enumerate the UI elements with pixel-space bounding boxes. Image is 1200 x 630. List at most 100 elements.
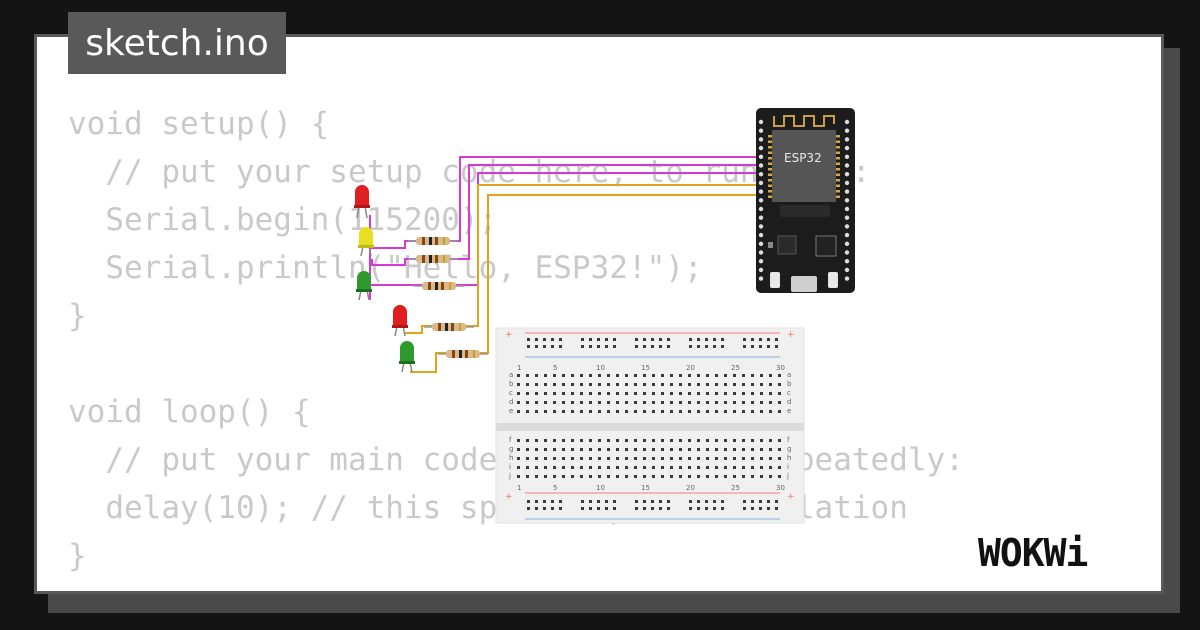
esp32-pin	[844, 267, 850, 273]
breadboard-hole	[598, 392, 601, 395]
breadboard-hole	[562, 410, 565, 413]
esp32-pin	[758, 198, 764, 203]
breadboard-hole	[526, 466, 529, 469]
breadboard-hole	[697, 401, 700, 404]
breadboard-hole	[760, 401, 763, 404]
resistors[interactable]	[408, 237, 488, 358]
breadboard-hole	[625, 374, 628, 377]
breadboard-hole	[697, 338, 700, 341]
breadboard-hole	[760, 410, 763, 413]
breadboard-hole	[544, 383, 547, 386]
esp32-pad	[836, 184, 840, 187]
breadboard-hole	[706, 475, 709, 478]
breadboard-hole	[706, 374, 709, 377]
esp32-pin	[758, 250, 764, 255]
wire-magenta	[371, 156, 762, 249]
breadboard-hole	[713, 507, 716, 510]
breadboard-hole	[616, 466, 619, 469]
breadboard-hole	[562, 439, 565, 442]
leds[interactable]	[354, 185, 415, 373]
breadboard-hole	[562, 466, 565, 469]
bb-row-label: c	[509, 389, 513, 397]
breadboard-hole	[598, 401, 601, 404]
breadboard[interactable]: 1 5 10 15 20 25 30 1 5 10 15 20 25 30 a …	[495, 327, 805, 524]
esp32-pad	[768, 190, 772, 193]
breadboard-hole	[742, 457, 745, 460]
esp32-pin	[844, 172, 850, 177]
breadboard-hole	[613, 345, 616, 348]
file-tab[interactable]: sketch.ino	[68, 12, 286, 74]
breadboard-hole	[697, 466, 700, 469]
breadboard-hole	[535, 345, 538, 348]
breadboard-hole	[634, 410, 637, 413]
bb-row-label: c	[787, 389, 791, 397]
esp32-board[interactable]: ESP32	[756, 108, 855, 293]
breadboard-hole	[742, 383, 745, 386]
breadboard-hole	[670, 410, 673, 413]
breadboard-hole	[535, 374, 538, 377]
breadboard-hole	[625, 448, 628, 451]
breadboard-hole	[643, 466, 646, 469]
breadboard-hole	[689, 507, 692, 510]
wire-magenta	[371, 164, 762, 266]
breadboard-hole	[767, 507, 770, 510]
breadboard-hole	[715, 410, 718, 413]
breadboard-hole	[751, 439, 754, 442]
breadboard-hole	[661, 439, 664, 442]
esp32-pin	[758, 154, 764, 159]
breadboard-hole	[652, 457, 655, 460]
breadboard-hole	[598, 383, 601, 386]
breadboard-hole	[553, 466, 556, 469]
bb-row-label: b	[787, 380, 792, 388]
breadboard-hole	[551, 345, 554, 348]
esp32-pad	[768, 168, 772, 171]
breadboard-hole	[535, 401, 538, 404]
bb-col-label: 15	[641, 484, 650, 492]
breadboard-hole	[643, 475, 646, 478]
breadboard-hole	[607, 383, 610, 386]
breadboard-hole	[670, 374, 673, 377]
breadboard-hole	[688, 448, 691, 451]
breadboard-hole	[705, 507, 708, 510]
breadboard-hole	[635, 345, 638, 348]
breadboard-hole	[715, 392, 718, 395]
breadboard-hole	[652, 374, 655, 377]
breadboard-hole	[517, 439, 520, 442]
esp32-pin	[758, 276, 764, 281]
breadboard-hole	[598, 457, 601, 460]
breadboard-hole	[607, 457, 610, 460]
breadboard-hole	[643, 374, 646, 377]
logo-text: WOKWi	[978, 531, 1088, 575]
breadboard-hole	[715, 439, 718, 442]
code-line: }	[68, 538, 87, 574]
breadboard-hole	[661, 457, 664, 460]
breadboard-hole	[580, 410, 583, 413]
breadboard-hole	[778, 401, 781, 404]
esp32-pin	[844, 241, 850, 246]
breadboard-hole	[651, 338, 654, 341]
breadboard-hole	[751, 448, 754, 451]
breadboard-hole	[760, 439, 763, 442]
breadboard-hole	[527, 507, 530, 510]
breadboard-hole	[589, 410, 592, 413]
code-line: Serial.println("Hello, ESP32!");	[68, 250, 703, 286]
breadboard-hole	[634, 374, 637, 377]
breadboard-hole	[526, 448, 529, 451]
breadboard-hole	[544, 439, 547, 442]
bb-row-label: g	[787, 445, 791, 453]
esp32-pin	[758, 180, 764, 186]
breadboard-hole	[517, 392, 520, 395]
breadboard-hole	[743, 338, 746, 341]
esp32-pad	[836, 179, 840, 182]
breadboard-hole	[625, 466, 628, 469]
esp32-pad	[836, 162, 840, 165]
breadboard-hole	[724, 457, 727, 460]
breadboard-hole	[706, 401, 709, 404]
breadboard-hole	[625, 383, 628, 386]
breadboard-hole	[688, 392, 691, 395]
breadboard-hole	[742, 401, 745, 404]
bb-col-label: 30	[776, 484, 785, 492]
bb-col-label: 10	[596, 484, 605, 492]
breadboard-hole	[724, 383, 727, 386]
breadboard-hole	[742, 448, 745, 451]
